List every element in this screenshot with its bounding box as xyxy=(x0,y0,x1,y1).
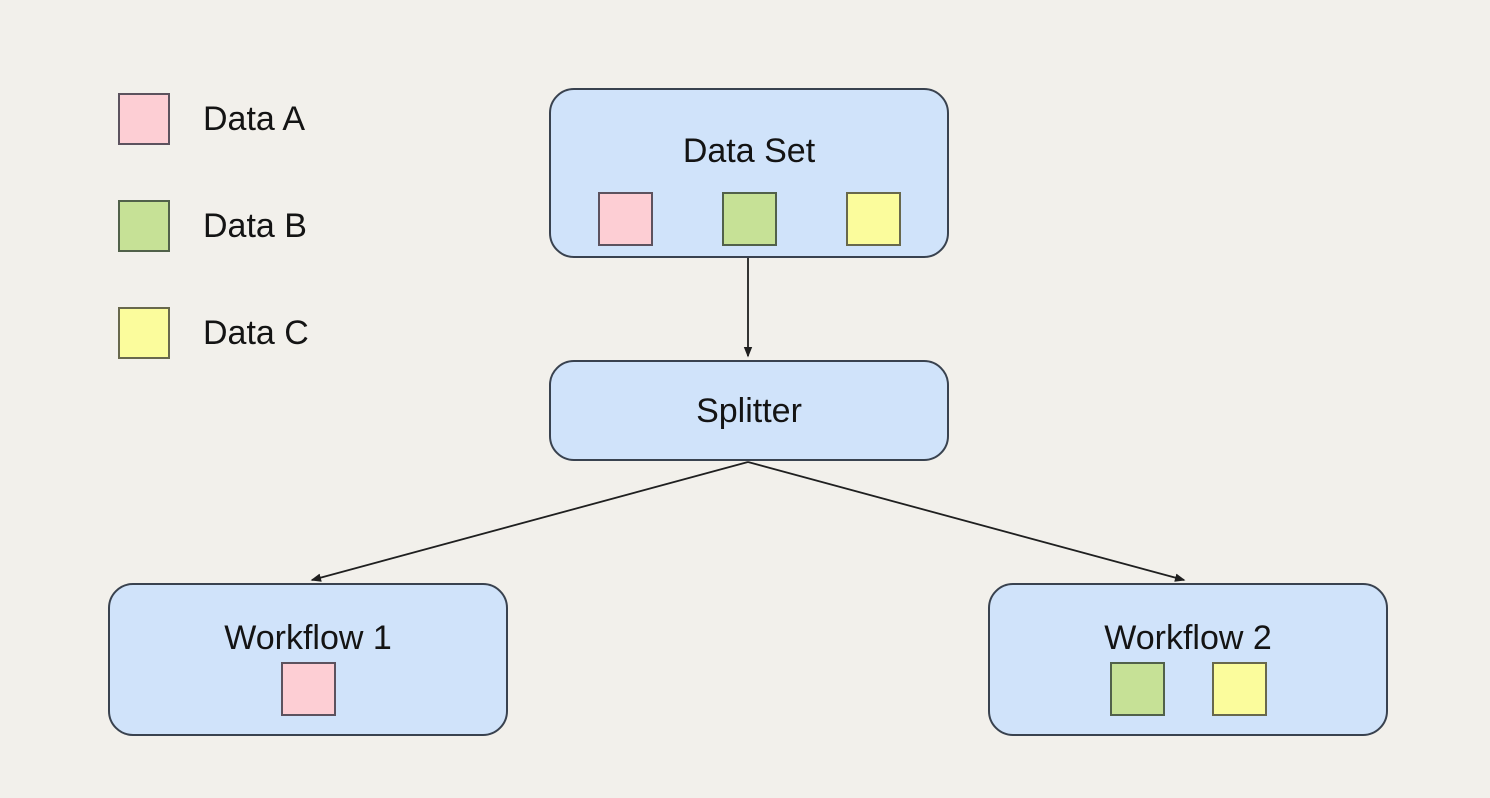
node-workflow-2: Workflow 2 xyxy=(988,583,1388,736)
node-splitter: Splitter xyxy=(549,360,949,461)
node-data-set: Data Set xyxy=(549,88,949,258)
node-label: Splitter xyxy=(696,391,802,430)
legend: Data A Data B Data C xyxy=(118,93,309,414)
data-c-swatch xyxy=(118,307,170,359)
node-label: Data Set xyxy=(682,132,816,170)
data-a-swatch xyxy=(597,192,653,246)
data-c-swatch xyxy=(1211,662,1267,716)
legend-label: Data C xyxy=(203,314,309,352)
legend-label: Data B xyxy=(203,207,307,245)
data-b-swatch xyxy=(721,192,777,246)
data-b-swatch xyxy=(118,200,170,252)
edge-splitter-to-workflow2 xyxy=(747,461,1186,582)
data-a-swatch xyxy=(118,93,170,145)
legend-item-data-a: Data A xyxy=(118,93,309,145)
node-label: Workflow 2 xyxy=(1104,619,1272,657)
workflow-1-swatches xyxy=(280,662,336,716)
legend-item-data-c: Data C xyxy=(118,307,309,359)
data-c-swatch xyxy=(845,192,901,246)
node-label: Workflow 1 xyxy=(224,619,392,657)
legend-item-data-b: Data B xyxy=(118,200,309,252)
workflow-2-swatches xyxy=(1109,662,1267,716)
data-set-swatches xyxy=(597,192,901,246)
legend-label: Data A xyxy=(203,100,306,138)
data-a-swatch xyxy=(280,662,336,716)
data-b-swatch xyxy=(1109,662,1165,716)
node-workflow-1: Workflow 1 xyxy=(108,583,508,736)
edge-splitter-to-workflow1 xyxy=(310,461,749,582)
